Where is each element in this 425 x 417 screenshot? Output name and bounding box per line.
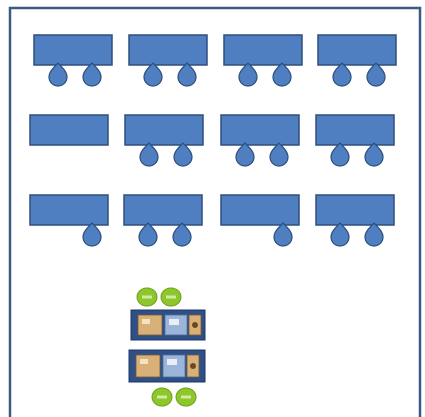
desk-unit: [316, 115, 394, 166]
green-seat: [137, 288, 157, 306]
green-seat: [176, 388, 196, 406]
station-detail: [192, 322, 198, 328]
green-seat-mark: [166, 296, 176, 299]
station-detail: [190, 363, 196, 369]
seat: [144, 63, 162, 86]
seat: [270, 143, 288, 166]
station-screen: [163, 355, 185, 377]
seat: [367, 63, 385, 86]
station-detail: [167, 359, 177, 365]
desk: [129, 35, 207, 65]
green-seat-mark: [142, 296, 152, 299]
seat: [333, 63, 351, 86]
desk: [125, 115, 203, 145]
desk: [316, 195, 394, 225]
desk: [221, 115, 299, 145]
group-work-station: [129, 288, 205, 406]
station-table: [131, 310, 205, 340]
seat: [365, 223, 383, 246]
station-panel: [138, 315, 162, 335]
seat: [274, 223, 292, 246]
desk-unit: [30, 115, 108, 145]
seat: [239, 63, 257, 86]
desk-grid: [30, 35, 396, 246]
green-seat: [161, 288, 181, 306]
station-detail: [142, 319, 150, 324]
desk: [221, 195, 299, 225]
seat: [83, 63, 101, 86]
desk-unit: [221, 115, 299, 166]
desk-unit: [224, 35, 302, 86]
green-seat-mark: [181, 396, 191, 399]
seat: [365, 143, 383, 166]
green-seat: [152, 388, 172, 406]
station-table: [129, 350, 205, 382]
desk: [30, 115, 108, 145]
desk-unit: [318, 35, 396, 86]
desk-unit: [34, 35, 112, 86]
desk: [316, 115, 394, 145]
desk-unit: [316, 195, 394, 246]
seat: [236, 143, 254, 166]
seat: [83, 223, 101, 246]
desk-unit: [129, 35, 207, 86]
seat: [174, 143, 192, 166]
desk-unit: [125, 115, 203, 166]
seat: [331, 143, 349, 166]
desk: [224, 35, 302, 65]
station-panel: [136, 355, 160, 377]
seat: [173, 223, 191, 246]
station-detail: [140, 359, 148, 364]
desk-unit: [221, 195, 299, 246]
seat: [331, 223, 349, 246]
desk: [318, 35, 396, 65]
desk-unit: [30, 195, 108, 246]
seat: [273, 63, 291, 86]
seat: [178, 63, 196, 86]
desk-unit: [124, 195, 202, 246]
desk: [30, 195, 108, 225]
seat: [140, 143, 158, 166]
seat: [139, 223, 157, 246]
seat: [49, 63, 67, 86]
desk: [124, 195, 202, 225]
green-seat-mark: [157, 396, 167, 399]
station-detail: [169, 319, 179, 325]
desk: [34, 35, 112, 65]
